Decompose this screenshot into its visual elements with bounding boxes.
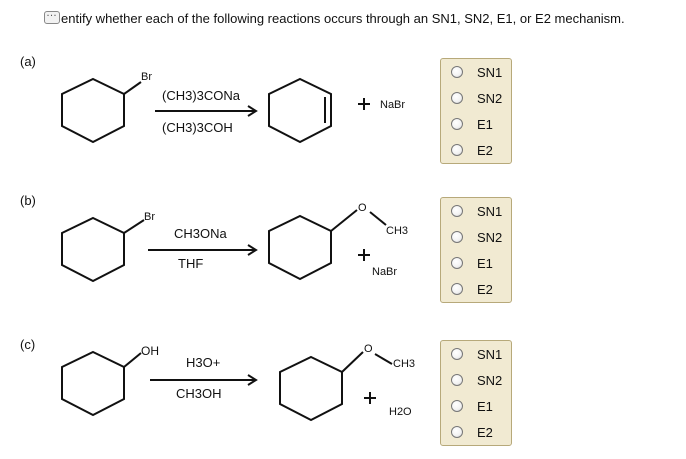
radio-button[interactable] (451, 92, 463, 104)
choice-label: E1 (477, 117, 493, 132)
byproduct: H2O (389, 406, 412, 418)
choice-label: E2 (477, 282, 493, 297)
arrow-head (247, 374, 258, 386)
radio-button[interactable] (451, 348, 463, 360)
choices-part-c: SN1 SN2 E1 E2 (440, 340, 512, 446)
choice-e2-a[interactable]: E2 (447, 141, 511, 161)
question-prompt: entify whether each of the following rea… (44, 7, 625, 26)
cyclohexene-ring (268, 77, 332, 144)
byproduct: NaBr (372, 266, 397, 278)
choice-sn1-a[interactable]: SN1 (447, 63, 511, 83)
c-br-bond (123, 219, 145, 234)
choice-sn2-c[interactable]: SN2 (447, 371, 511, 391)
c-br-bond (123, 81, 142, 95)
reagent-bottom: (CH3)3COH (162, 120, 233, 135)
choice-e2-c[interactable]: E2 (447, 423, 511, 443)
choice-e1-a[interactable]: E1 (447, 115, 511, 135)
part-label-a: (a) (20, 54, 36, 69)
oxygen-atom: O (364, 343, 373, 355)
choice-label: SN2 (477, 373, 503, 388)
substituent-br: Br (141, 71, 152, 83)
part-label-c: (c) (20, 337, 36, 352)
choice-sn1-c[interactable]: SN1 (447, 345, 511, 365)
radio-button[interactable] (451, 144, 463, 156)
choice-label: SN2 (477, 91, 503, 106)
reagent-top: H3O+ (186, 355, 220, 370)
radio-button[interactable] (451, 374, 463, 386)
radio-button[interactable] (451, 400, 463, 412)
choices-part-a: SN1 SN2 E1 E2 (440, 58, 512, 164)
c-o-bond (341, 351, 364, 373)
reagent-top: (CH3)3CONa (162, 88, 241, 103)
substituent-br: Br (144, 211, 155, 223)
cyclohexane-ring (268, 214, 332, 281)
cyclohexane-ring (61, 216, 125, 283)
reagent-bottom: CH3OH (176, 386, 222, 401)
choice-e2-b[interactable]: E2 (447, 280, 511, 300)
radio-button[interactable] (451, 231, 463, 243)
arrow-head (247, 244, 258, 256)
c-o-bond (330, 209, 358, 232)
comment-icon[interactable] (44, 7, 60, 24)
cyclohexane-ring (279, 355, 343, 422)
cyclohexane-ring (61, 350, 125, 417)
part-label-b: (b) (20, 193, 36, 208)
choice-e1-c[interactable]: E1 (447, 397, 511, 417)
choice-e1-b[interactable]: E1 (447, 254, 511, 274)
o-ch3-bond (374, 353, 393, 365)
o-ch3-bond (369, 211, 387, 226)
substituent-ch3: CH3 (393, 358, 415, 370)
substituent-oh: OH (141, 344, 159, 358)
choice-label: SN1 (477, 65, 503, 80)
choice-label: SN2 (477, 230, 503, 245)
choice-label: E1 (477, 399, 493, 414)
choice-sn2-a[interactable]: SN2 (447, 89, 511, 109)
radio-button[interactable] (451, 66, 463, 78)
reagent-bottom: THF (178, 256, 203, 271)
choices-part-b: SN1 SN2 E1 E2 (440, 197, 512, 303)
choice-sn2-b[interactable]: SN2 (447, 228, 511, 248)
cyclohexane-ring (61, 77, 125, 144)
choice-label: SN1 (477, 204, 503, 219)
prompt-text: entify whether each of the following rea… (61, 11, 625, 26)
reagent-top: CH3ONa (174, 226, 228, 241)
radio-button[interactable] (451, 283, 463, 295)
c-oh-bond (123, 352, 142, 368)
radio-button[interactable] (451, 257, 463, 269)
radio-button[interactable] (451, 118, 463, 130)
choice-sn1-b[interactable]: SN1 (447, 202, 511, 222)
byproduct: NaBr (380, 99, 405, 111)
radio-button[interactable] (451, 426, 463, 438)
choice-label: E2 (477, 143, 493, 158)
choice-label: E1 (477, 256, 493, 271)
choice-label: SN1 (477, 347, 503, 362)
choice-label: E2 (477, 425, 493, 440)
radio-button[interactable] (451, 205, 463, 217)
substituent-ch3: CH3 (386, 225, 408, 237)
oxygen-atom: O (358, 202, 367, 214)
arrow-head (247, 105, 258, 117)
